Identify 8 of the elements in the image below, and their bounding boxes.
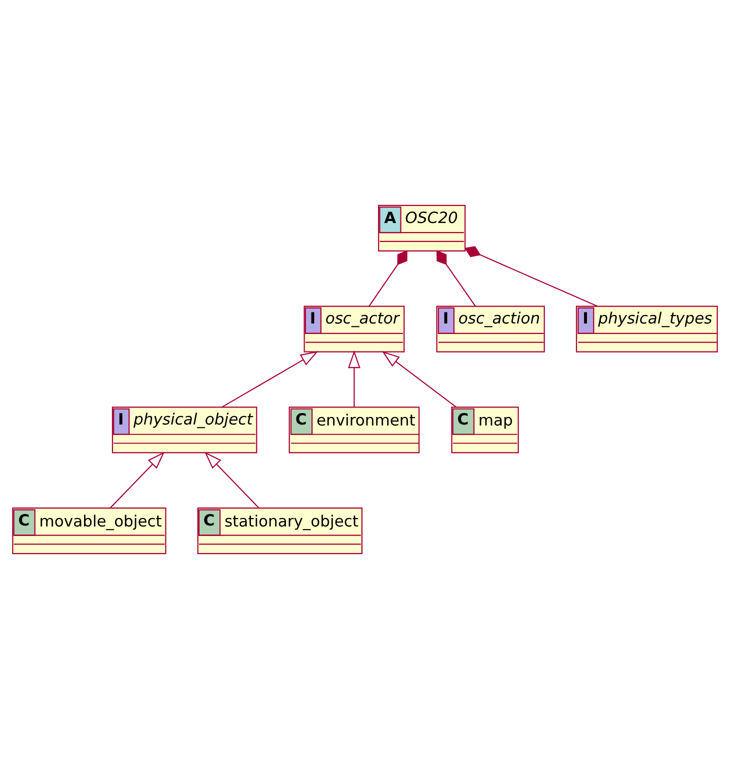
connector (436, 250, 476, 306)
arrow (110, 452, 165, 508)
connector (464, 246, 598, 307)
arrow (348, 350, 360, 407)
arrow (204, 452, 260, 508)
arrow (382, 351, 457, 408)
arrow (222, 351, 318, 408)
connector (368, 250, 408, 306)
